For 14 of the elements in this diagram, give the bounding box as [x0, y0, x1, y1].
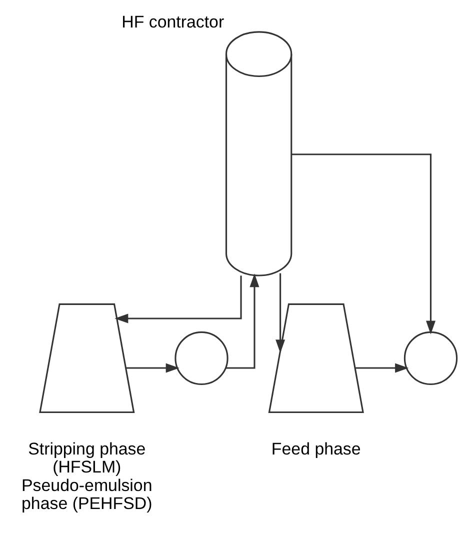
arrow [126, 363, 180, 373]
node-circle [174, 331, 228, 386]
node-label: Feed phase [271, 439, 361, 458]
node-label: HF contractor [122, 12, 224, 32]
node-label: Stripping phase (HFSLM) [28, 439, 146, 477]
arrow [276, 273, 286, 354]
arrow [114, 276, 242, 324]
node-picture [39, 303, 135, 414]
arrow [226, 274, 260, 369]
node-label: Pseudo-emulsion phase (PEHFSD) [22, 476, 152, 514]
arrow [292, 154, 436, 334]
node-picture [268, 303, 364, 414]
node-circle [404, 331, 458, 386]
arrow [356, 363, 409, 373]
